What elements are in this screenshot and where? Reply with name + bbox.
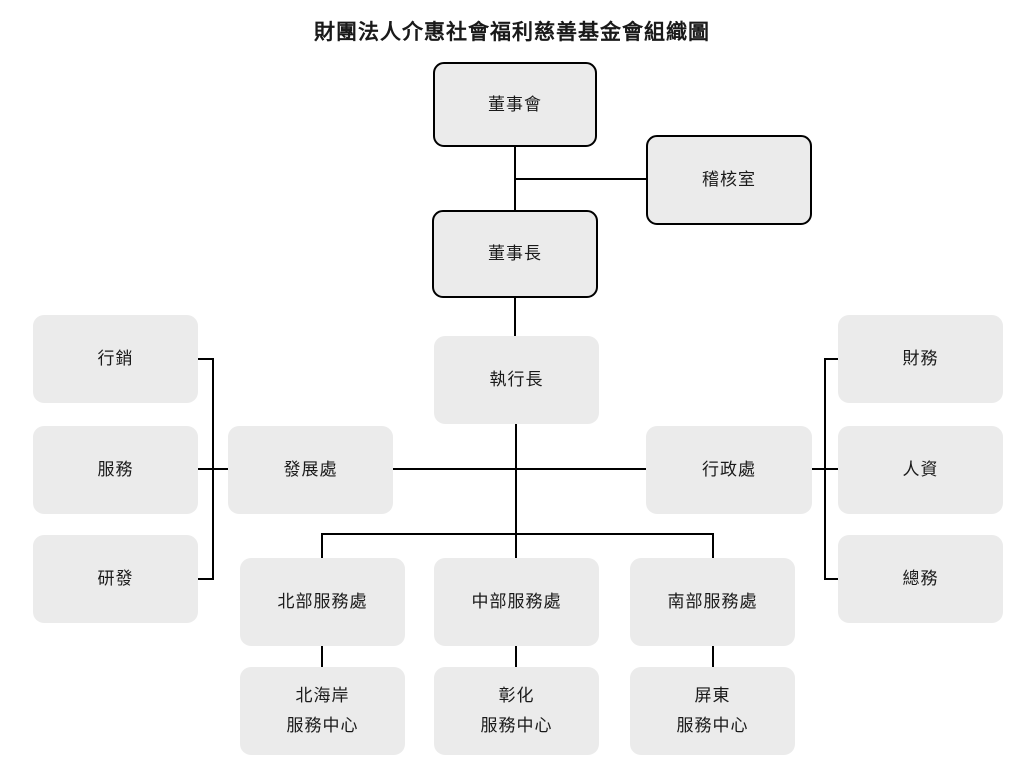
node-label-line1: 屏東 (694, 686, 731, 705)
connector-development-admin (393, 468, 646, 470)
node-central-office: 中部服務處 (434, 558, 599, 646)
node-development: 發展處 (228, 426, 393, 514)
node-pingtung-center: 屏東 服務中心 (630, 667, 795, 755)
left-bracket-rnd-stub (197, 578, 214, 580)
connector-chairman-ceo (514, 298, 516, 337)
node-changhua-center: 彰化 服務中心 (434, 667, 599, 755)
node-label-line2: 服務中心 (480, 716, 553, 735)
page-title: 財團法人介惠社會福利慈善基金會組織圖 (314, 21, 710, 44)
node-north-office: 北部服務處 (240, 558, 405, 646)
node-hr: 人資 (838, 426, 1003, 514)
right-bracket-hr-stub (811, 468, 839, 470)
right-bracket-general-stub (824, 578, 839, 580)
node-label-line1: 北海岸 (295, 686, 350, 705)
connector-north-northcenter (321, 645, 323, 668)
node-label-line2: 服務中心 (676, 716, 749, 735)
node-finance: 財務 (838, 315, 1003, 403)
connector-board-audit (515, 178, 646, 180)
node-service: 服務 (33, 426, 198, 514)
node-admin: 行政處 (646, 426, 812, 514)
left-bracket-marketing-stub (197, 358, 214, 360)
node-chairman: 董事長 (432, 210, 598, 298)
node-audit: 稽核室 (646, 135, 812, 225)
right-bracket-finance-stub (824, 358, 839, 360)
node-rnd: 研發 (33, 535, 198, 623)
connector-south-southcenter (712, 645, 714, 668)
node-general: 總務 (838, 535, 1003, 623)
node-board: 董事會 (433, 62, 597, 147)
node-label-line1: 彰化 (498, 686, 535, 705)
node-marketing: 行銷 (33, 315, 198, 403)
connector-central-centralcenter (515, 645, 517, 668)
connector-drop-north (321, 533, 323, 559)
connector-ceo-trunk (515, 424, 517, 559)
left-bracket-service-stub (197, 468, 229, 470)
connector-branch-distribution (321, 533, 714, 535)
node-ceo: 執行長 (434, 336, 599, 424)
node-label-line2: 服務中心 (286, 716, 359, 735)
node-northcoast-center: 北海岸 服務中心 (240, 667, 405, 755)
connector-drop-south (712, 533, 714, 559)
node-south-office: 南部服務處 (630, 558, 795, 646)
